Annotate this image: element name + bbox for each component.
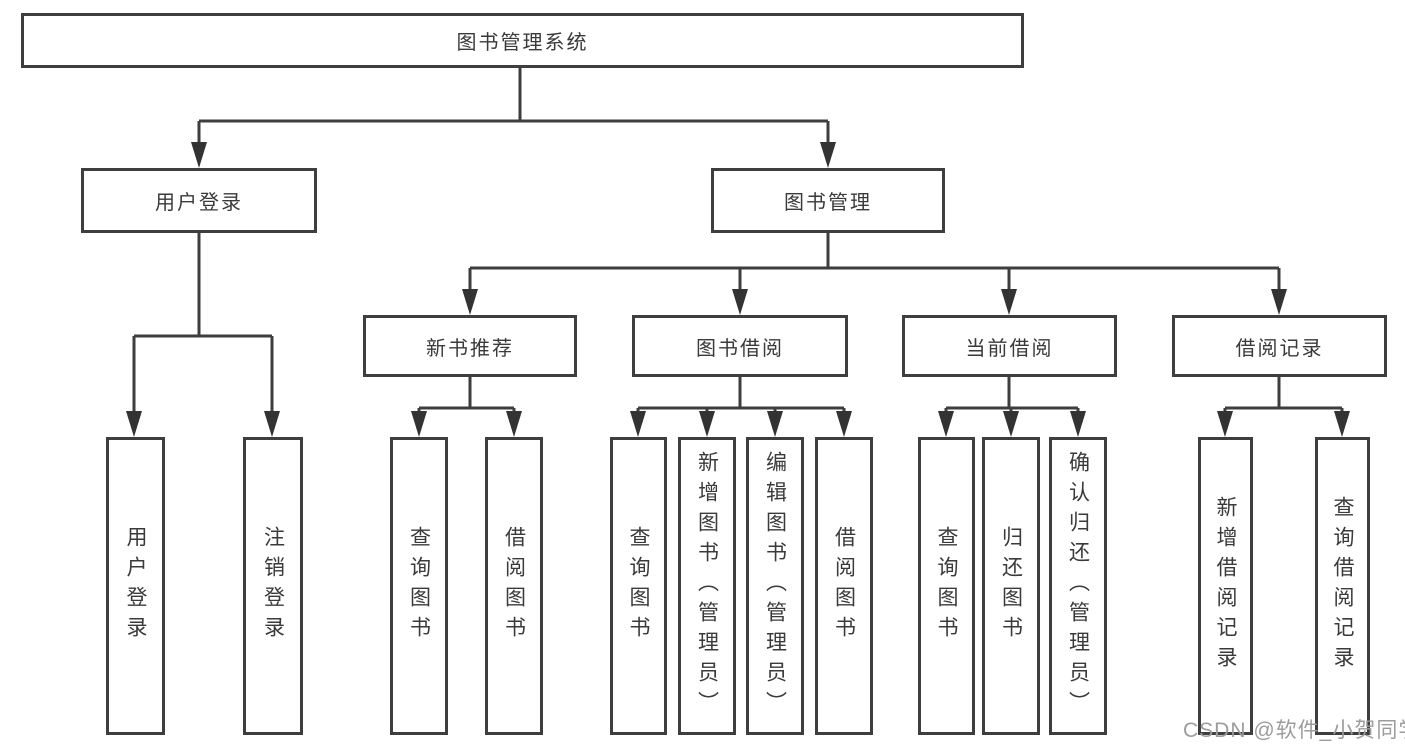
node-leaf-add-borrow-record: 新增借阅记录 [1198,437,1253,735]
node-leaf-edit-books-admin: 编辑图书（管理员） [746,437,804,735]
node-leaf-borrow-books-borrowing: 借阅图书 [815,437,873,735]
node-book-borrowing: 图书借阅 [632,315,848,377]
node-leaf-query-books-current: 查询图书 [918,437,975,735]
node-user-login: 用户登录 [81,168,317,233]
node-leaf-user-login: 用户登录 [106,437,165,735]
node-leaf-add-books-admin: 新增图书（管理员） [678,437,736,735]
leaf-label: 查询图书 [407,526,431,646]
node-leaf-query-books-borrowing: 查询图书 [610,437,667,735]
node-leaf-borrow-books-recommend: 借阅图书 [485,437,543,735]
leaf-label: 用户登录 [124,526,147,646]
leaf-label: 查询图书 [935,526,958,646]
node-root: 图书管理系统 [21,13,1024,68]
leaf-label: 归还图书 [999,526,1023,646]
leaf-label: 借阅图书 [832,526,856,646]
node-leaf-confirm-return-admin: 确认归还（管理员） [1049,437,1107,735]
leaf-label: 确认归还（管理员） [1066,451,1090,721]
leaf-label: 新增借阅记录 [1214,496,1237,676]
leaf-label: 新增图书（管理员） [695,451,719,721]
node-new-book-recommend: 新书推荐 [363,315,577,377]
node-borrowing-records: 借阅记录 [1172,315,1387,377]
leaf-label: 查询借阅记录 [1331,496,1354,676]
node-leaf-return-books: 归还图书 [982,437,1040,735]
leaf-label: 查询图书 [627,526,650,646]
node-leaf-logout-login: 注销登录 [243,437,303,735]
node-leaf-query-borrow-record: 查询借阅记录 [1315,437,1370,735]
node-book-management: 图书管理 [711,168,945,233]
node-current-borrowing: 当前借阅 [902,315,1117,377]
node-leaf-query-books-recommend: 查询图书 [390,437,448,735]
leaf-label: 编辑图书（管理员） [763,451,787,721]
csdn-watermark: CSDN @软件_小贺同学 [1183,719,1405,742]
leaf-label: 借阅图书 [502,526,526,646]
leaf-label: 注销登录 [261,526,285,646]
